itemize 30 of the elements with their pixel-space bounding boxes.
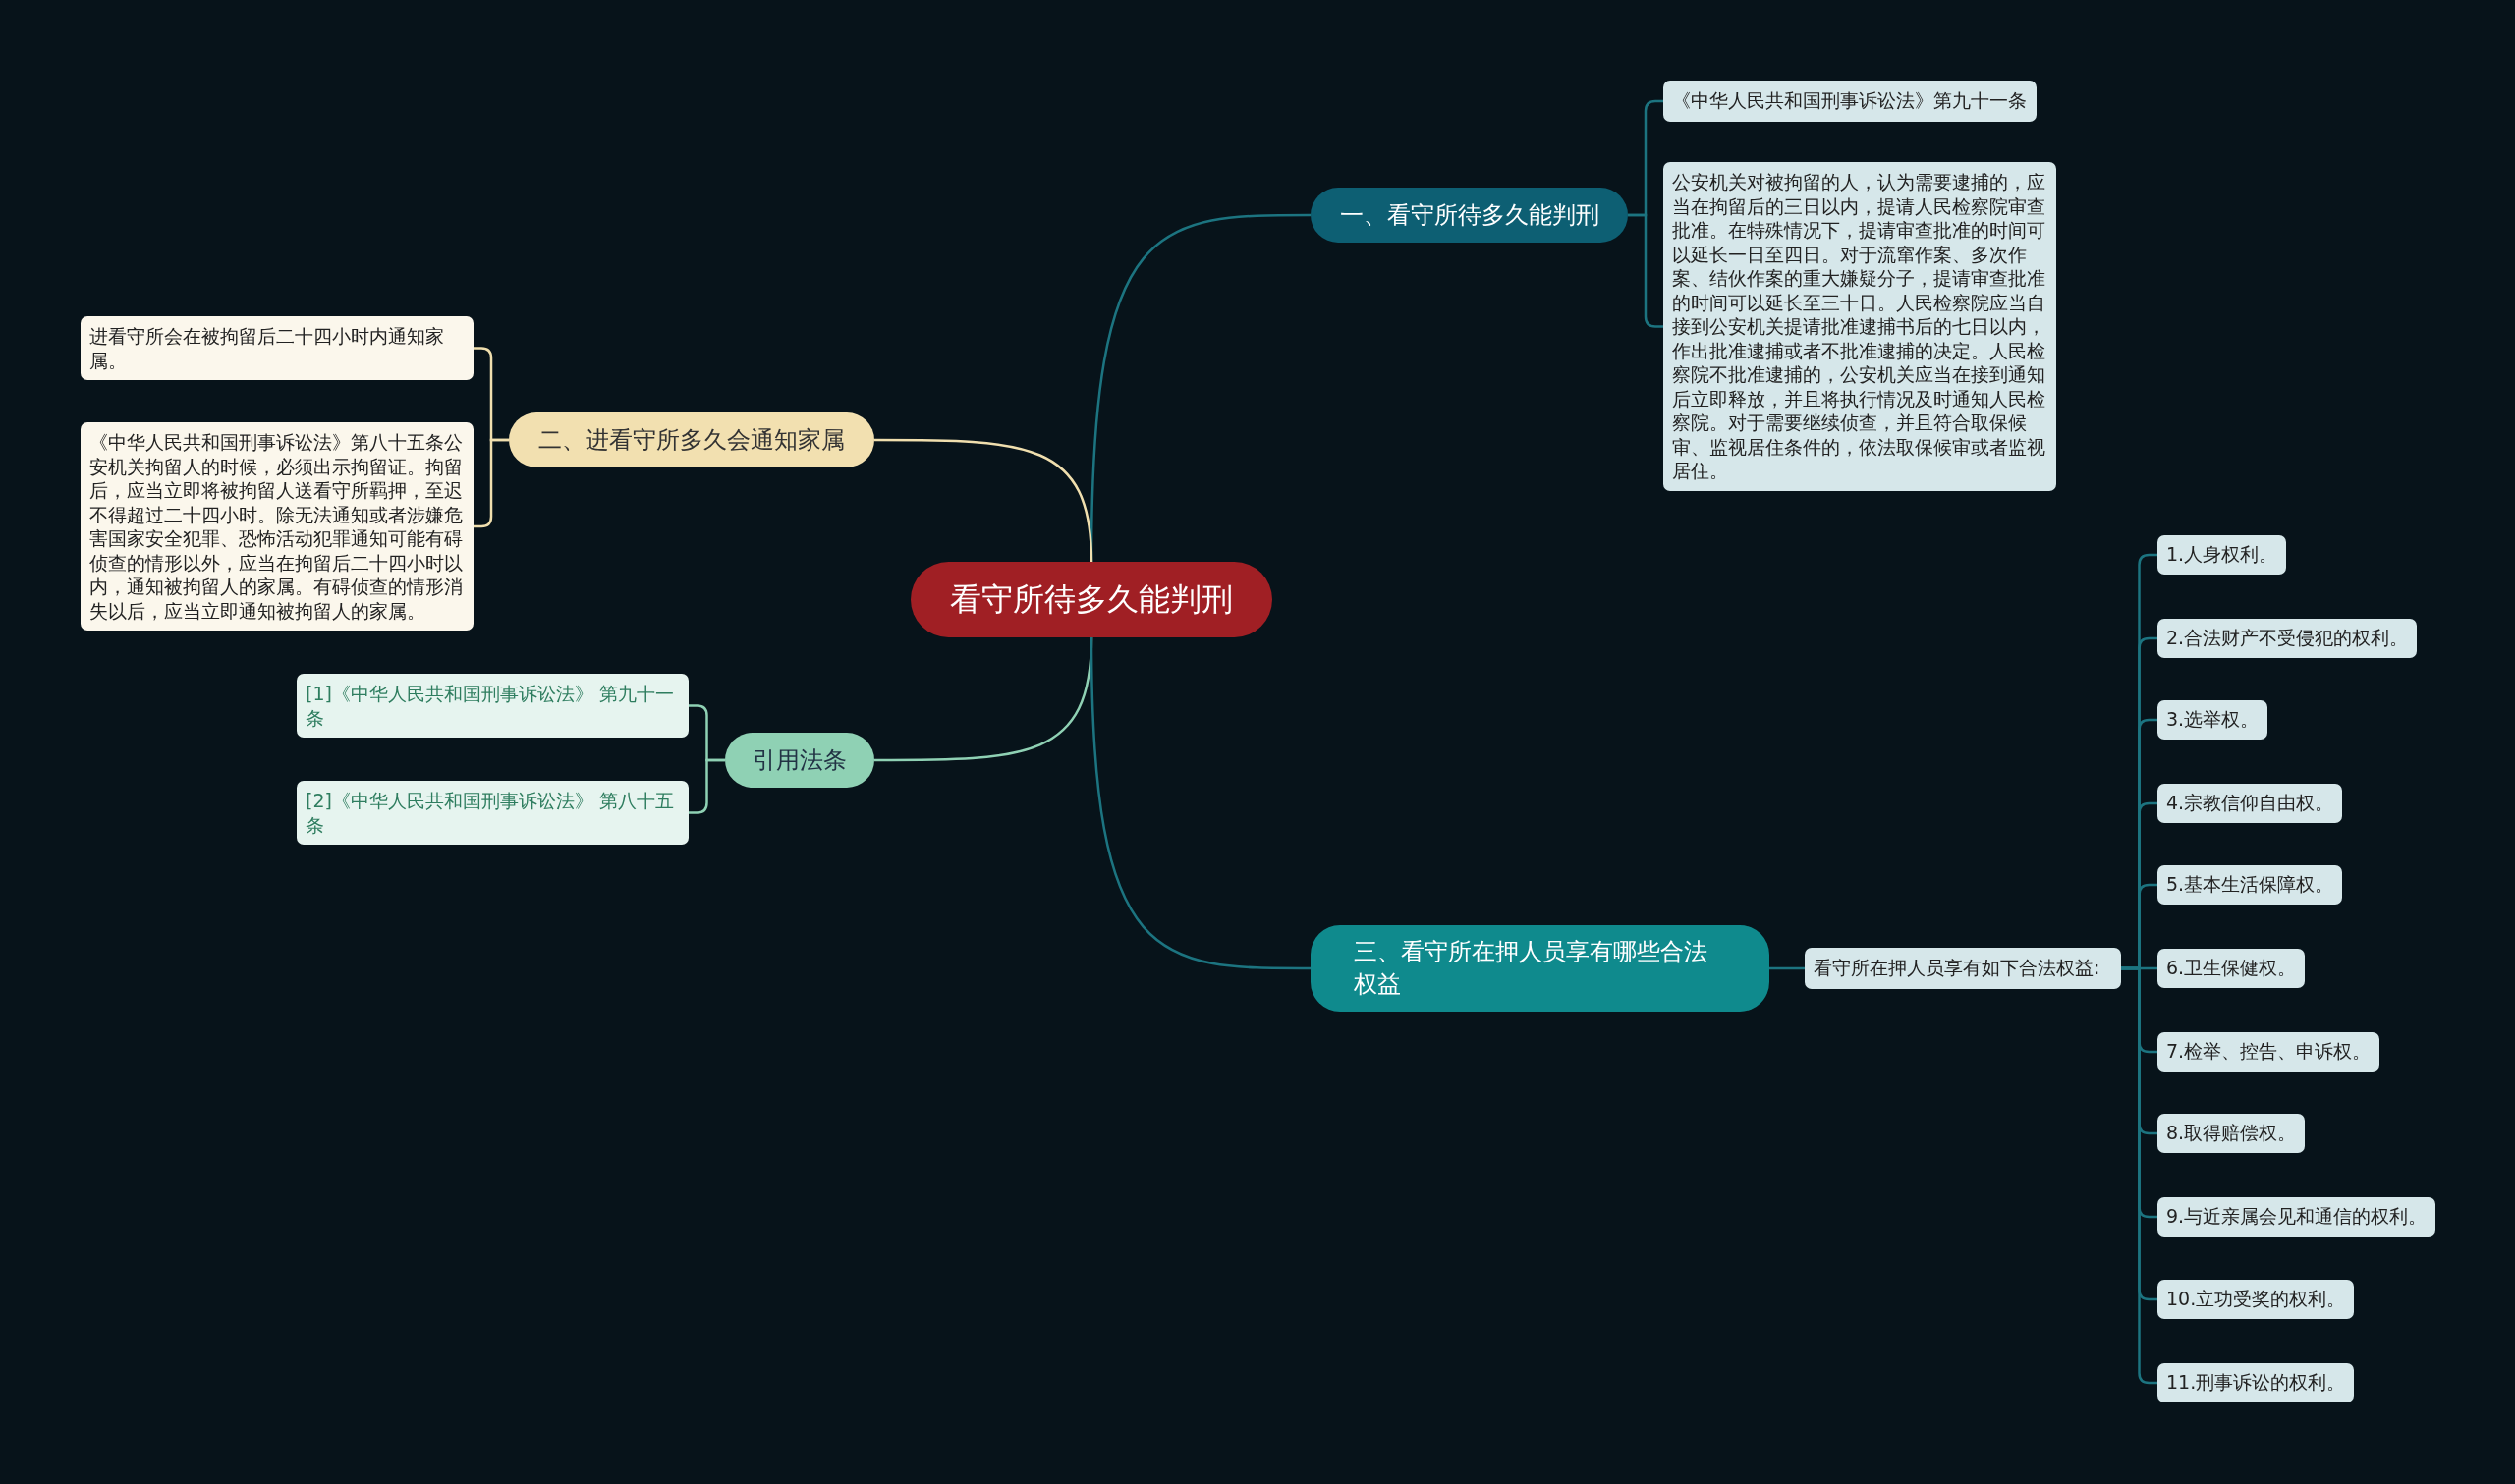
list-item: 9.与近亲属会见和通信的权利。 xyxy=(2157,1197,2436,1237)
connector-line xyxy=(874,438,1093,563)
branch-topic: 二、进看守所多久会通知家属 xyxy=(509,412,874,467)
text-card: 公安机关对被拘留的人，认为需要逮捕的，应当在拘留后的三日以内，提请人民检察院审查批准。在特殊情况下，提请审查批准的时间可以延长一日至四日。对于流窜作案、多次作案、结伙作案的重大嫌疑分子，提请审查批准的时间可以延长至三十日。人民检察院应当自接到公安机关提请批准逮捕书后的七日以内，作出批准逮捕或者不批准逮捕的决定。人民检察院不批准逮捕的，公安机关应当在接到通知后立即释放，并且将执行情况及时通知人民检察院。对于需要继续侦查，并且符合取保候审、监视居住条件的，依法取保候审或者监视居住。 xyxy=(1663,162,2056,491)
list-item: 3.选举权。 xyxy=(2157,700,2268,740)
text-card: 看守所在押人员享有如下合法权益: xyxy=(1805,948,2121,989)
reference-card: [2]《中华人民共和国刑事诉讼法》 第八十五条 xyxy=(297,781,689,845)
list-item: 5.基本生活保障权。 xyxy=(2157,865,2343,905)
text-card: 进看守所会在被拘留后二十四小时内通知家属。 xyxy=(81,316,474,380)
connector-line xyxy=(1769,966,1805,970)
branch-topic: 引用法条 xyxy=(725,733,874,788)
list-item: 8.取得赔偿权。 xyxy=(2157,1114,2306,1153)
connector-line xyxy=(474,438,509,528)
text-card: 《中华人民共和国刑事诉讼法》第八十五条公安机关拘留人的时候，必须出示拘留证。拘留后，应当立即将被拘留人送看守所羁押，至迟不得超过二十四小时。除无法通知或者涉嫌危害国家安全犯罪、恐怖活动犯罪通知可能有碍侦查的情形以外，应当在拘留后二十四小时以内，通知被拘留人的家属。有碍侦查的情形消失以后，应当立即通知被拘留人的家属。 xyxy=(81,422,474,631)
branch-topic: 三、看守所在押人员享有哪些合法权益 xyxy=(1311,925,1769,1012)
list-item: 1.人身权利。 xyxy=(2157,535,2287,575)
connector-line xyxy=(689,758,725,814)
branch-topic: 一、看守所待多久能判刑 xyxy=(1311,188,1628,243)
reference-card: [1]《中华人民共和国刑事诉讼法》 第九十一条 xyxy=(297,674,689,738)
central-topic: 看守所待多久能判刑 xyxy=(911,562,1272,637)
list-item: 11.刑事诉讼的权利。 xyxy=(2157,1363,2355,1402)
connector-line xyxy=(1628,213,1663,328)
list-item: 10.立功受奖的权利。 xyxy=(2157,1280,2355,1319)
list-item: 4.宗教信仰自由权。 xyxy=(2157,784,2343,823)
connector-line xyxy=(2121,966,2157,1385)
list-item: 2.合法财产不受侵犯的权利。 xyxy=(2157,619,2418,658)
list-item: 7.检举、控告、申诉权。 xyxy=(2157,1032,2380,1072)
list-item: 6.卫生保健权。 xyxy=(2157,949,2306,988)
connector-line xyxy=(1090,636,1311,970)
text-card: 《中华人民共和国刑事诉讼法》第九十一条 xyxy=(1663,81,2037,122)
